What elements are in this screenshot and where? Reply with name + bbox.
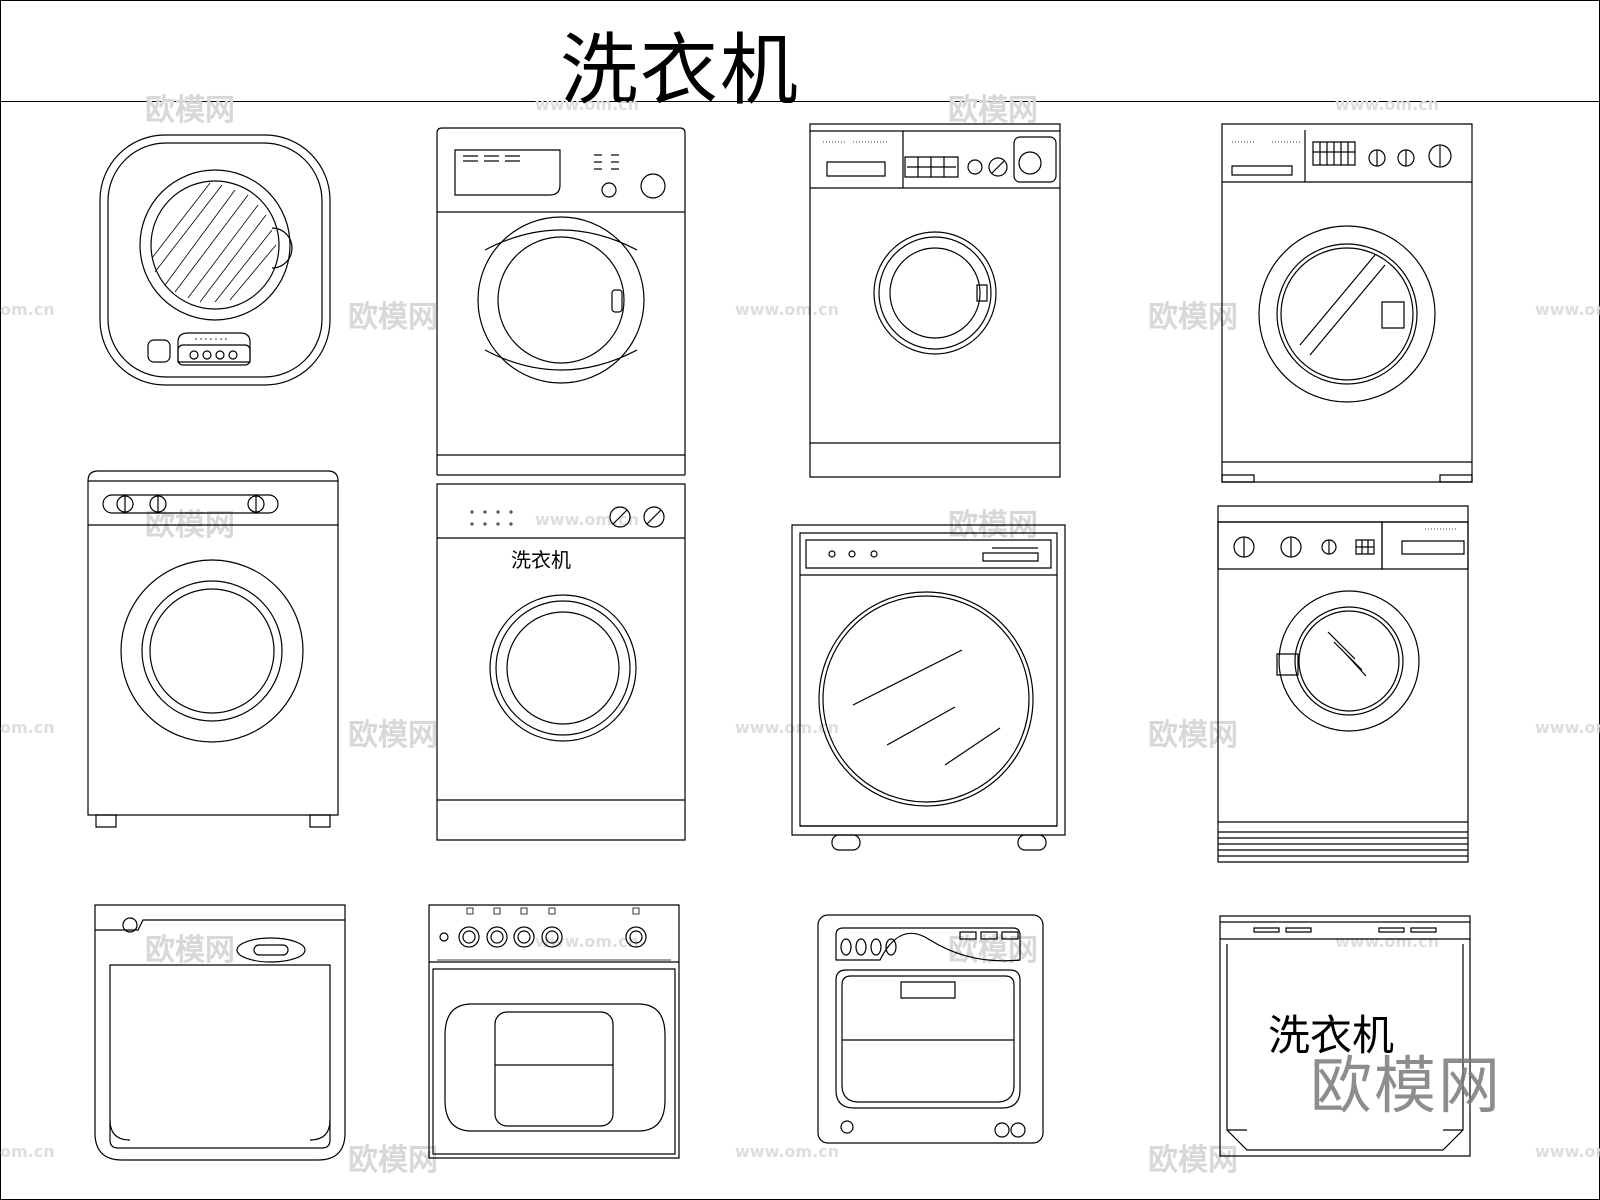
watermark-url: www.om.cn bbox=[1535, 1142, 1600, 1161]
watermark-url: www.om.cn bbox=[1335, 95, 1440, 114]
washer-front-load-5 bbox=[88, 471, 338, 827]
watermark-brand: 欧模网 bbox=[1148, 718, 1238, 753]
watermark-brand-large: 欧模网 bbox=[1310, 1049, 1503, 1122]
watermark-url: om.cn bbox=[0, 1142, 55, 1161]
watermark-brand: 欧模网 bbox=[145, 93, 235, 128]
watermark-url: www.om.cn bbox=[735, 1142, 840, 1161]
washer-front-load-6 bbox=[792, 525, 1065, 850]
header-divider bbox=[0, 101, 1600, 102]
washer-compact-drum bbox=[818, 915, 1043, 1143]
watermark-brand: 欧模网 bbox=[1148, 300, 1238, 335]
watermark-url: om.cn bbox=[0, 300, 55, 319]
watermark-url: www.om.cn bbox=[735, 718, 840, 737]
watermark-url: www.om.cn bbox=[1335, 932, 1440, 951]
watermark-brand: 欧模网 bbox=[1148, 1143, 1238, 1178]
watermark-brand: 欧模网 bbox=[145, 933, 235, 968]
machine-label: 洗衣机 bbox=[511, 548, 571, 572]
washer-stacked-upper bbox=[437, 128, 685, 475]
washer-front-load-7 bbox=[1218, 506, 1468, 862]
machine-label: 洗衣机 bbox=[1268, 1011, 1394, 1060]
watermark-url: www.om.cn bbox=[1535, 300, 1600, 319]
washer-front-load-4 bbox=[1222, 124, 1472, 482]
watermark-url: om.cn bbox=[0, 718, 55, 737]
watermark-brand: 欧模网 bbox=[348, 300, 438, 335]
watermark-brand: 欧模网 bbox=[348, 718, 438, 753]
washer-top-load-1 bbox=[95, 905, 345, 1160]
watermark-url: www.om.cn bbox=[735, 300, 840, 319]
washer-stacked-lower: 洗衣机 bbox=[437, 475, 685, 840]
washer-wall-mounted bbox=[100, 135, 330, 385]
watermark-url: www.om.cn bbox=[1535, 718, 1600, 737]
watermark-url: www.om.cn bbox=[535, 932, 640, 951]
watermark-brand: 欧模网 bbox=[948, 93, 1038, 128]
washer-integrated-panel: 洗衣机 bbox=[1220, 916, 1470, 1156]
watermark-brand: 欧模网 bbox=[348, 1143, 438, 1178]
washer-built-in-knobs bbox=[429, 905, 679, 1158]
watermark-url: www.om.cn bbox=[535, 95, 640, 114]
washer-front-load-3 bbox=[810, 124, 1060, 477]
